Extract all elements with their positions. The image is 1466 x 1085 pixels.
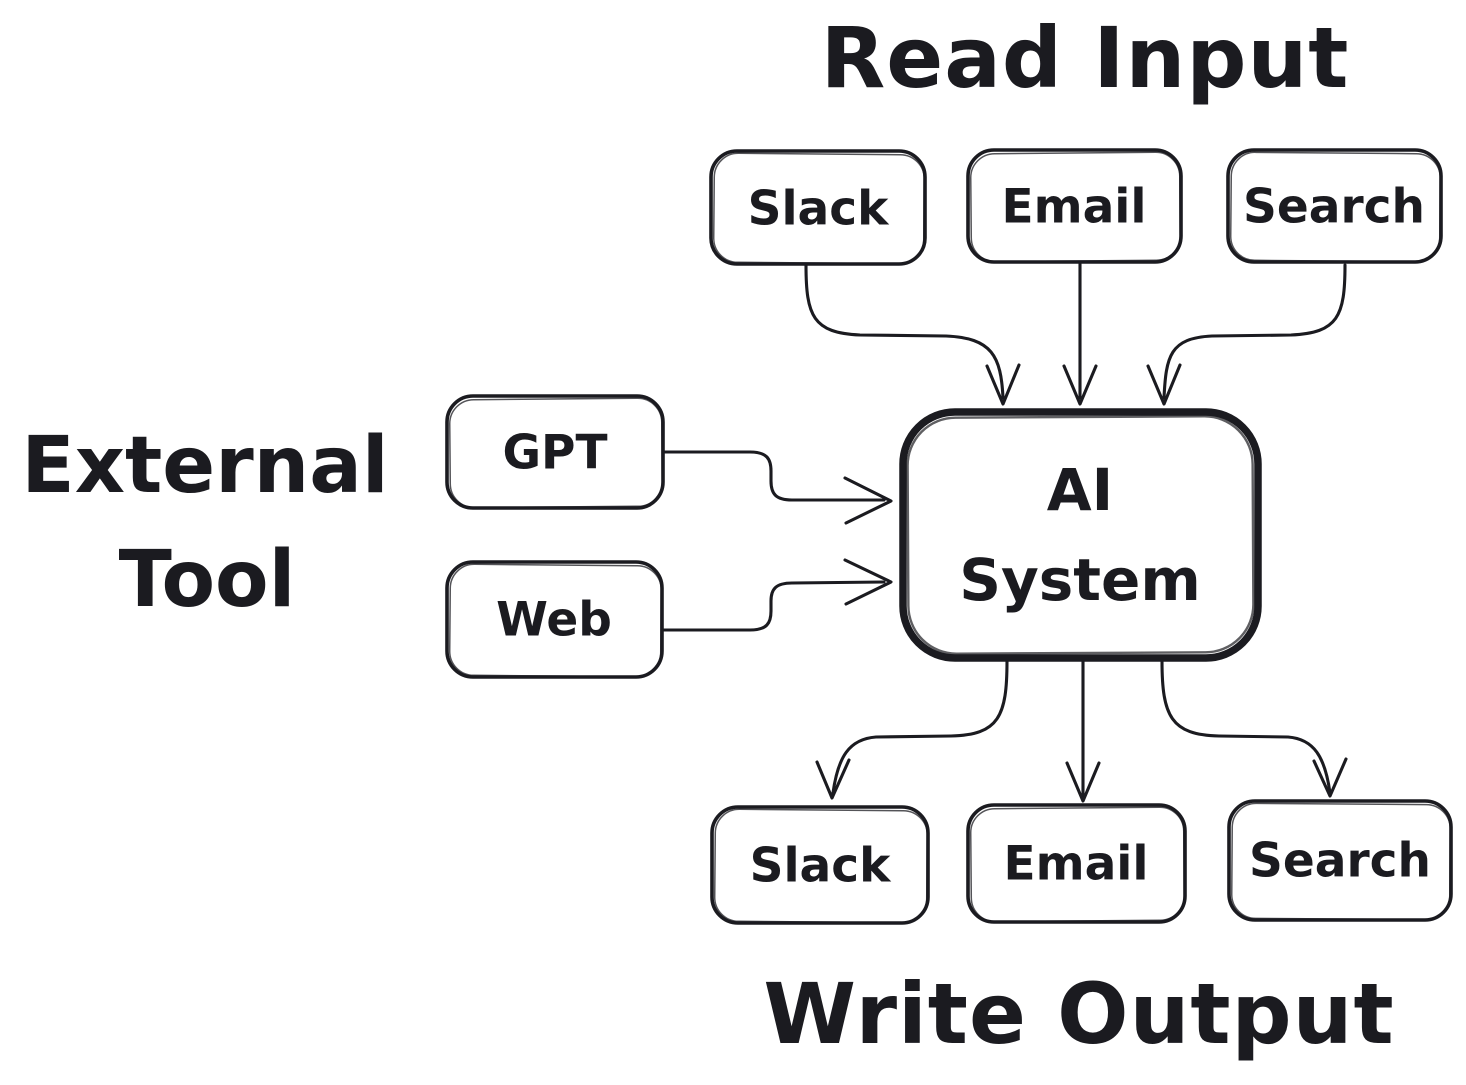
external-tool-label-line1: External [21,421,388,511]
node-email-input: Email [966,148,1183,264]
read-input-title: Read Input [821,9,1350,107]
node-label: Web [496,593,612,648]
edge-gpt-to-ai [661,450,893,525]
node-gpt: GPT [445,394,665,510]
edge-ai-to-email-output [1065,659,1101,803]
node-label: Search [1249,834,1431,889]
node-web: Web [445,560,664,679]
arrowhead-down-icon [1065,761,1101,803]
node-label: Email [1003,837,1148,892]
external-tool-label: External Tool [21,421,388,625]
node-ai-system: AI System [899,408,1262,662]
edge-slack-input-to-ai [804,263,1021,406]
arrowhead-down-icon [985,363,1021,406]
node-slack-output: Slack [710,805,930,925]
edge-email-input-to-ai [1062,262,1098,406]
edge-search-input-to-ai [1146,263,1347,406]
node-label: Search [1243,180,1425,235]
edge-ai-to-slack-output [815,659,1009,800]
arrowhead-down-icon [815,758,851,800]
arrowhead-right-icon [843,558,893,606]
arrowhead-down-icon [1312,757,1348,798]
node-label-line2: System [959,546,1201,614]
edge-web-to-ai [661,558,893,632]
node-label: Email [1001,180,1146,235]
node-slack-input: Slack [709,149,927,266]
arrowhead-right-icon [843,476,893,525]
node-search-input: Search [1226,148,1443,264]
node-label: Slack [750,839,893,894]
arrowhead-down-icon [1146,363,1182,406]
node-label: Slack [748,182,891,237]
node-email-output: Email [966,803,1187,924]
node-label: GPT [502,426,607,481]
write-output-title: Write Output [763,965,1394,1063]
external-tool-label-line2: Tool [119,535,296,625]
node-search-output: Search [1227,799,1453,922]
edge-ai-to-search-output [1160,659,1348,798]
arrowhead-down-icon [1062,364,1098,406]
node-label-line1: AI [1047,456,1113,524]
